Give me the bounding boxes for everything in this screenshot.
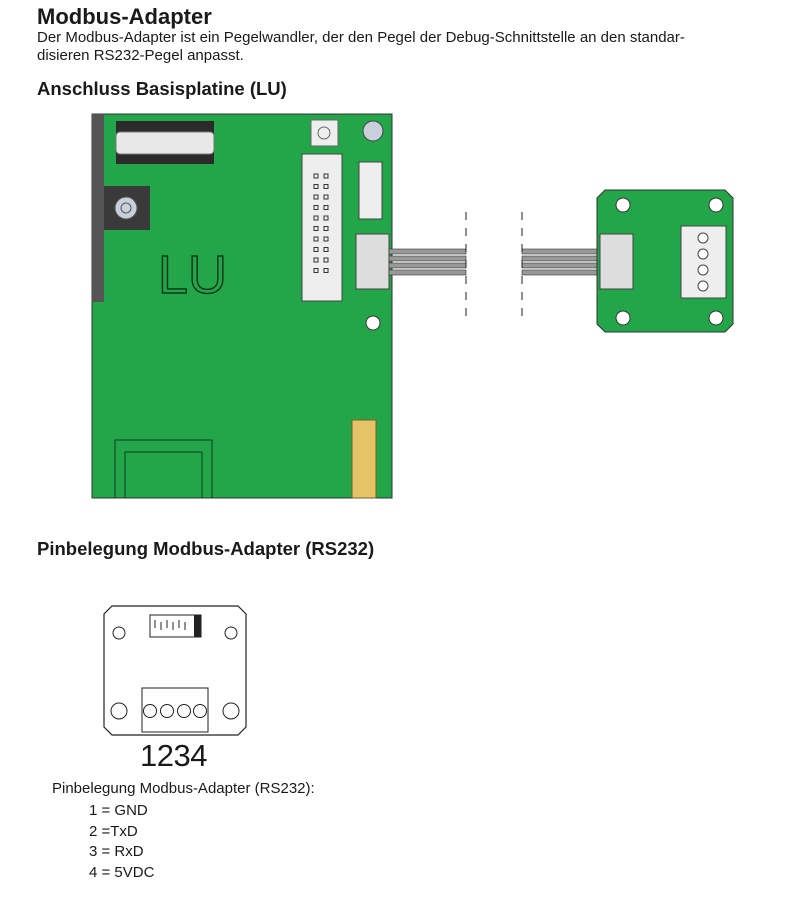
pin-header: [301, 153, 343, 302]
cable-connector: [355, 233, 390, 290]
pinout-caption: Pinbelegung Modbus-Adapter (RS232):: [52, 780, 315, 797]
cable-wire: [521, 262, 601, 269]
cable-wire: [521, 255, 601, 262]
section-heading-connection: Anschluss Basisplatine (LU): [37, 78, 287, 99]
header-pin: [313, 194, 319, 200]
adapter-pinout-drawing: [103, 605, 247, 736]
header-pin: [323, 226, 329, 231]
board-edge: [92, 114, 104, 302]
header-pin: [313, 226, 319, 231]
header-pin: [313, 205, 319, 210]
pin-item: 1 = GND: [89, 802, 148, 819]
pin-list: 1 = GND 2 =TxD 3 = RxD 4 = 5VDC: [89, 801, 154, 883]
cable-wire: [521, 269, 601, 276]
nut: [114, 196, 138, 220]
header-pin: [323, 268, 329, 273]
base-board-connection-diagram: LU: [91, 113, 734, 499]
header-pin: [313, 215, 319, 221]
pin-item: 3 = RxD: [89, 843, 144, 860]
small-connector: [358, 161, 383, 220]
screw-icon: [362, 120, 384, 142]
header-pin: [323, 205, 329, 210]
header-pin: [323, 194, 329, 200]
header-pin: [323, 173, 329, 179]
cable-wire: [521, 248, 601, 255]
header-pin: [323, 257, 329, 263]
cable-wire: [388, 248, 467, 255]
fuse: [115, 131, 215, 155]
header-pin: [313, 268, 319, 273]
header-pin: [313, 236, 319, 242]
intro-paragraph: Der Modbus-Adapter ist ein Pegelwandler,…: [37, 29, 685, 64]
header-pin: [323, 247, 329, 252]
header-pin: [313, 257, 319, 263]
header-pin: [313, 184, 319, 189]
header-pin: [313, 173, 319, 179]
pin-item: 2 =TxD: [89, 822, 138, 840]
cable-wire: [388, 269, 467, 276]
page-title: Modbus-Adapter: [37, 4, 212, 29]
pin-item: 4 = 5VDC: [89, 863, 155, 881]
yellow-pin-header: [351, 419, 377, 499]
section-heading-pinout: Pinbelegung Modbus-Adapter (RS232): [37, 538, 375, 559]
board-label: LU: [158, 245, 227, 305]
header-pin: [323, 236, 329, 242]
cable-wire: [388, 262, 467, 269]
pin-numbers: 1234: [140, 738, 207, 773]
header-pin: [313, 247, 319, 252]
header-pin: [323, 215, 329, 221]
header-pin: [323, 184, 329, 189]
cable-wire: [388, 255, 467, 262]
